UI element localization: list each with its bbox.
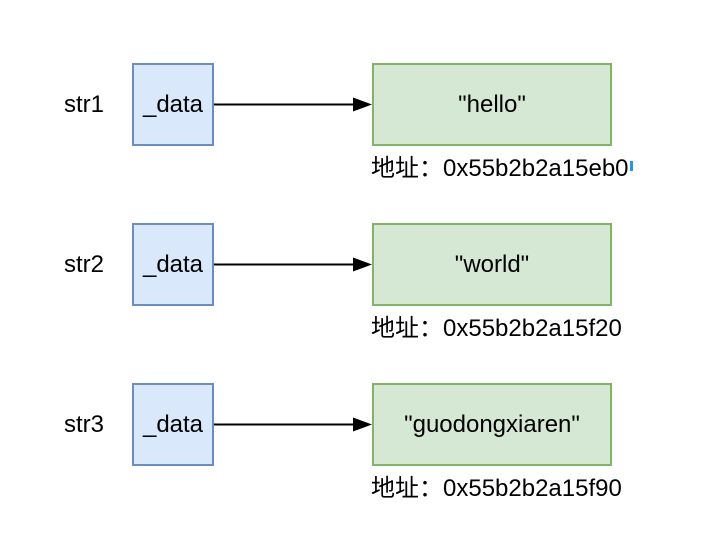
data-member-box-str1: _data — [132, 63, 214, 146]
string-object-row: str3 _data "guodongxiaren" 地址：0x55b2b2a1… — [0, 383, 712, 518]
heap-string-box-str3: "guodongxiaren" — [372, 383, 612, 466]
pointer-arrow-icon — [214, 417, 372, 432]
address-label-str1: 地址：0x55b2b2a15eb0 — [371, 155, 629, 182]
heap-string-box-str2: "world" — [372, 223, 612, 306]
string-value: "hello" — [458, 90, 526, 118]
pointer-arrow-icon — [214, 97, 372, 112]
pointer-arrow-icon — [214, 257, 372, 272]
data-member-label: _data — [142, 90, 204, 118]
string-value: "world" — [454, 250, 530, 278]
data-member-box-str2: _data — [132, 223, 214, 306]
variable-name-str3: str3 — [64, 410, 105, 438]
string-object-row: str1 _data "hello" 地址：0x55b2b2a15eb0 — [0, 63, 712, 198]
data-member-label: _data — [142, 410, 204, 438]
heap-string-box-str1: "hello" — [372, 63, 612, 146]
text-caret — [630, 161, 633, 171]
string-object-row: str2 _data "world" 地址：0x55b2b2a15f20 — [0, 223, 712, 358]
data-member-label: _data — [142, 250, 204, 278]
string-value: "guodongxiaren" — [404, 410, 580, 438]
variable-name-str1: str1 — [64, 90, 105, 118]
data-member-box-str3: _data — [132, 383, 214, 466]
address-label-str3: 地址：0x55b2b2a15f90 — [371, 475, 622, 502]
address-label-str2: 地址：0x55b2b2a15f20 — [371, 315, 622, 342]
variable-name-str2: str2 — [64, 250, 105, 278]
